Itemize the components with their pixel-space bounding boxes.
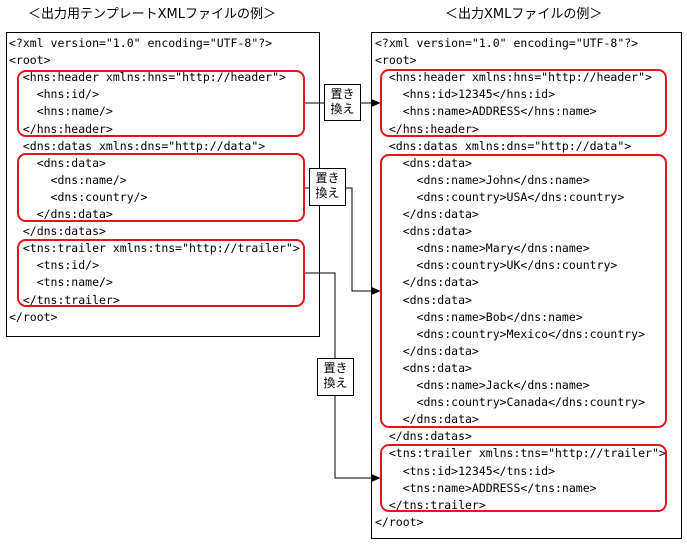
code-line: <tns:id>12345</tns:id> xyxy=(375,463,556,478)
replace-label-text: 換え xyxy=(330,102,355,116)
code-line: </hns:header> xyxy=(375,121,479,136)
code-line: </dns:data> xyxy=(375,275,479,290)
code-line: <dns:name>Jack</dns:name> xyxy=(375,378,590,392)
code-line: <dns:name/> xyxy=(9,172,127,187)
code-line: <dns:data> xyxy=(375,360,472,375)
code-line: <tns:trailer xmlns:tns="http://trailer"> xyxy=(375,446,666,461)
code-line: <?xml version="1.0" encoding="UTF-8"?> xyxy=(375,36,639,50)
replace-label-header: 置き 換え xyxy=(324,84,361,121)
output-data-highlight xyxy=(380,154,667,428)
code-line: </dns:data> xyxy=(9,207,113,221)
output-trailer-highlight xyxy=(380,444,667,512)
code-line: <hns:name>ADDRESS</hns:name> xyxy=(375,104,597,119)
code-line: <dns:country/> xyxy=(9,189,148,204)
template-trailer-highlight xyxy=(17,239,305,307)
code-line: <dns:country>Mexico</dns:country> xyxy=(375,326,646,341)
code-line: <hns:name/> xyxy=(9,104,113,119)
code-line: <dns:data> xyxy=(9,155,106,170)
code-line: </tns:trailer> xyxy=(9,292,120,307)
code-line: <tns:name/> xyxy=(9,275,113,290)
template-header-highlight xyxy=(17,70,305,137)
code-line: <dns:name>Mary</dns:name> xyxy=(375,241,590,256)
code-line: </dns:datas> xyxy=(9,224,106,239)
code-line: </dns:datas> xyxy=(375,429,472,444)
code-line: <dns:data> xyxy=(375,155,472,170)
code-line: <dns:name>Bob</dns:name> xyxy=(375,309,583,324)
code-line: <dns:name>John</dns:name> xyxy=(375,172,590,187)
template-title: ＜出力用テンプレートXMLファイルの例＞ xyxy=(28,7,276,22)
code-line: <hns:header xmlns:hns="http://header"> xyxy=(375,70,652,85)
replace-label-data: 置き 換え xyxy=(309,168,346,206)
replace-label-trailer: 置き 換え xyxy=(317,358,354,396)
code-line: <dns:datas xmlns:dns="http://data"> xyxy=(375,138,632,153)
code-line: <dns:datas xmlns:dns="http://data"> xyxy=(9,138,266,153)
replace-label-text: 換え xyxy=(315,186,340,200)
code-line: <root> xyxy=(375,53,417,68)
code-line: <hns:id/> xyxy=(9,87,100,102)
output-panel xyxy=(371,32,682,539)
code-line: <tns:name>ADDRESS</tns:name> xyxy=(375,480,597,495)
code-line: </dns:data> xyxy=(375,207,479,221)
code-line: <hns:id>12345</hns:id> xyxy=(375,87,556,102)
replace-label-text: 置き xyxy=(315,171,340,185)
code-line: <dns:data> xyxy=(375,224,472,239)
code-line: </hns:header> xyxy=(9,121,113,136)
code-line: <hns:header xmlns:hns="http://header"> xyxy=(9,70,286,85)
code-line: <tns:id/> xyxy=(9,258,100,273)
code-line: <root> xyxy=(9,53,51,68)
code-line: <dns:country>USA</dns:country> xyxy=(375,189,625,204)
code-line: <dns:country>Canada</dns:country> xyxy=(375,395,646,410)
code-line: <tns:trailer xmlns:tns="http://trailer"> xyxy=(9,241,300,256)
code-line: </tns:trailer> xyxy=(375,497,486,512)
output-header-highlight xyxy=(380,69,667,137)
template-data-highlight xyxy=(17,153,305,222)
code-line: </root> xyxy=(375,514,424,529)
replace-label-text: 置き xyxy=(330,87,355,101)
code-line: <dns:data> xyxy=(375,292,472,307)
code-line: <dns:country>UK</dns:country> xyxy=(375,258,618,273)
replace-label-text: 置き xyxy=(323,361,348,375)
output-title: ＜出力XMLファイルの例＞ xyxy=(445,7,603,22)
replace-label-text: 換え xyxy=(323,376,348,390)
code-line: </root> xyxy=(9,309,58,324)
template-panel xyxy=(6,32,320,337)
code-line: </dns:data> xyxy=(375,412,479,427)
code-line: </dns:data> xyxy=(375,343,479,358)
code-line: <?xml version="1.0" encoding="UTF-8"?> xyxy=(9,36,273,50)
